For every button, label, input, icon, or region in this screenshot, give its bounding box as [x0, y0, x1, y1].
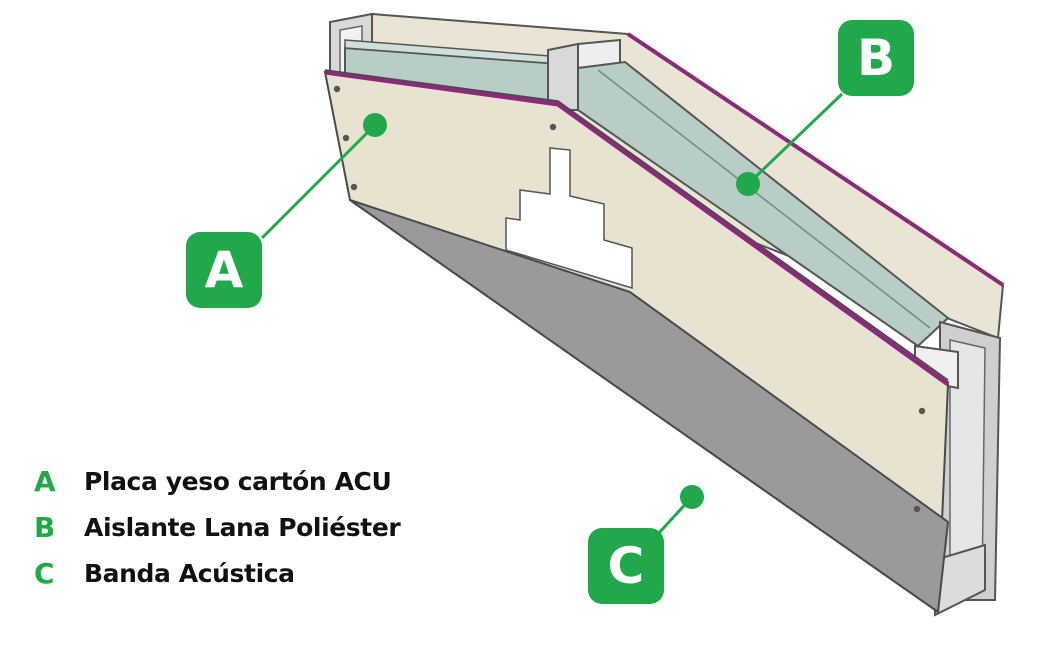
legend: A Placa yeso cartón ACU B Aislante Lana …: [34, 458, 401, 596]
legend-item-c: C Banda Acústica: [34, 550, 400, 596]
leader-line-a: [260, 123, 377, 240]
screws: [333, 85, 926, 513]
acoustic-band: [349, 199, 950, 614]
legend-letter: C: [34, 556, 55, 590]
callout-point-b: [736, 172, 760, 196]
callout-badge-b: B: [838, 20, 914, 96]
stepped-cutout: [505, 147, 633, 290]
legend-label: Aislante Lana Poliéster: [84, 512, 401, 542]
callout-badge-c: C: [588, 528, 664, 604]
callout-point-c: [680, 485, 704, 509]
front-membrane-dark: [324, 69, 949, 381]
leader-line-b: [746, 92, 844, 186]
callout-point-a: [363, 113, 387, 137]
legend-label: Placa yeso cartón ACU: [84, 466, 392, 496]
legend-label: Banda Acústica: [84, 558, 295, 588]
callout-badge-a: A: [186, 232, 262, 308]
insulation-diagonal: [577, 60, 950, 348]
legend-item-a: A Placa yeso cartón ACU: [34, 458, 400, 504]
insulation-diagonal-fold: [597, 69, 931, 329]
legend-letter: A: [34, 464, 56, 498]
rear-membrane-edge: [626, 32, 1005, 287]
legend-letter: B: [34, 510, 56, 544]
front-membrane-edge: [324, 69, 950, 387]
legend-item-b: B Aislante Lana Poliéster: [34, 504, 401, 550]
